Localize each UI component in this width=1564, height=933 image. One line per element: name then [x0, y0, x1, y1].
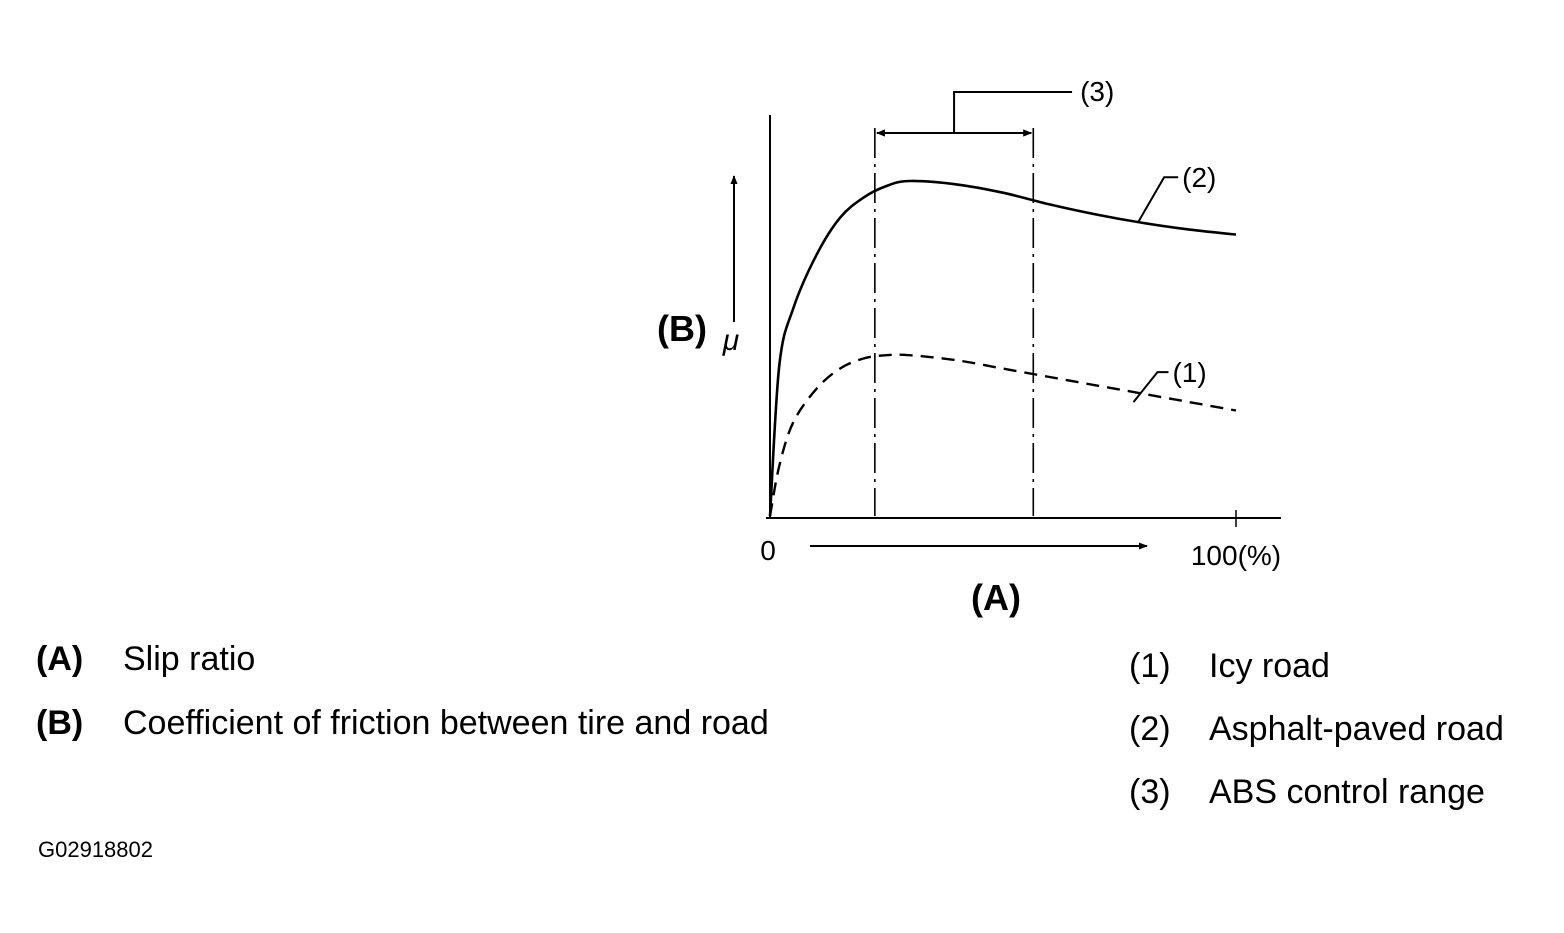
y-axis-symbol: μ	[722, 324, 739, 357]
x-tick-label-100: 100(%)	[1191, 540, 1281, 571]
series-icy-leader-line	[1132, 371, 1169, 403]
legend-item-3-key: (3)	[1129, 773, 1171, 811]
legend-item-1-key: (1)	[1129, 647, 1171, 685]
legend-item-1-text: Icy road	[1209, 647, 1330, 685]
series-asphalt-label: (2)	[1182, 162, 1216, 193]
series-asphalt-leader-line	[1137, 176, 1179, 223]
legend-item-2-key: (2)	[1129, 710, 1171, 748]
x-axis-label: (A)	[971, 577, 1021, 618]
x-tick-label-0: 0	[760, 535, 776, 566]
series-asphalt-road-line	[768, 179, 1237, 517]
legend-axis-b-text: Coefficient of friction between tire and…	[123, 704, 769, 742]
legend-item-3-text: ABS control range	[1209, 773, 1485, 811]
range-leader-line	[953, 91, 1073, 133]
legend-axis-a-key: (A)	[36, 640, 84, 678]
legend-axis-a-text: Slip ratio	[123, 640, 256, 678]
range-label: (3)	[1080, 76, 1114, 107]
legend-axis-b-key: (B)	[36, 704, 84, 742]
friction-chart: (3) (2) (1) 0 100(%) (A) (B) μ	[657, 76, 1281, 618]
series-icy-label: (1)	[1172, 357, 1206, 388]
series-icy-road-line	[768, 353, 1237, 517]
legend-item-2-text: Asphalt-paved road	[1209, 710, 1504, 748]
y-axis-label: (B)	[657, 308, 707, 349]
figure-id: G02918802	[38, 837, 153, 862]
